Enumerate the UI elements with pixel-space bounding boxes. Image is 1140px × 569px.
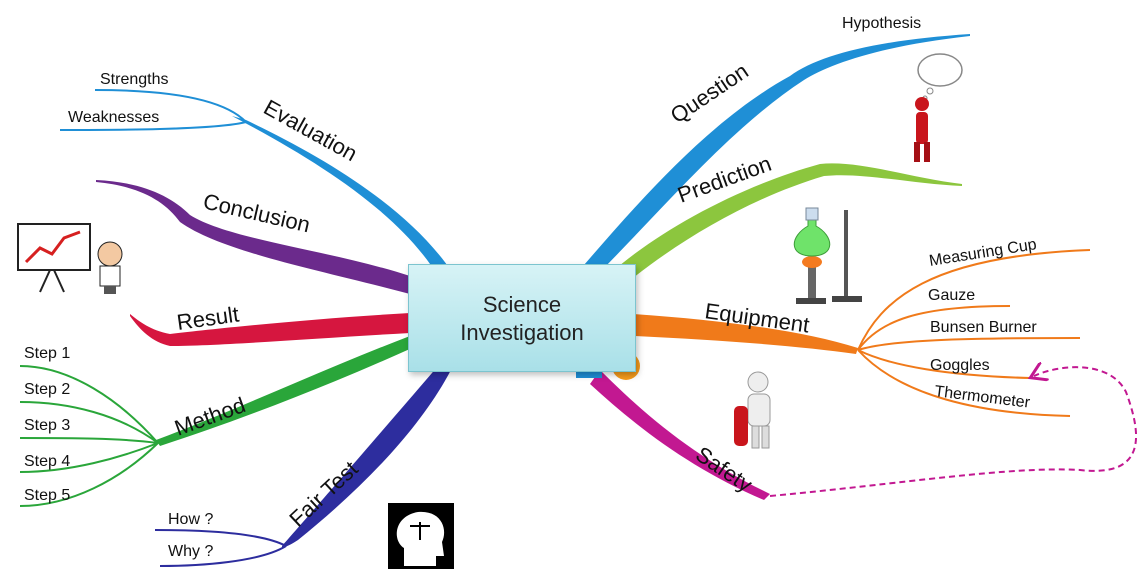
- leaf-why-label: Why ?: [168, 543, 213, 560]
- leaf-how-label: How ?: [168, 511, 213, 528]
- leaf-thermometer-line: [857, 349, 1071, 417]
- center-node: Science Investigation: [408, 264, 636, 372]
- center-title-line1: Science: [482, 292, 562, 317]
- leaf-step1-line: [19, 365, 159, 444]
- branch-evaluation-line: [232, 116, 452, 276]
- branch-fairtest-line: [282, 366, 452, 548]
- branch-safety-label: Safety: [691, 441, 757, 497]
- presenter-chart-icon: [17, 223, 123, 294]
- leaf-weaknesses-label: Weaknesses: [68, 109, 159, 126]
- leaf-gauze-line: [857, 305, 1011, 351]
- leaf-step3-label: Step 3: [24, 417, 70, 434]
- leaf-goggles-line: [857, 349, 1031, 379]
- leaf-bunsen-label: Bunsen Burner: [930, 319, 1037, 336]
- safety-goggles-link: [769, 367, 1138, 497]
- branch-equipment-line: [634, 314, 858, 354]
- leaf-why-line: [159, 545, 287, 567]
- leaf-step5-line: [19, 442, 159, 507]
- thought-bubble-person-icon: [914, 53, 963, 162]
- leaf-gauze-label: Gauze: [928, 287, 975, 304]
- branch-safety-line: [590, 370, 770, 500]
- leaf-bunsen-line: [857, 337, 1081, 351]
- branch-question-line: [578, 34, 970, 276]
- lab-flask-icon: [793, 207, 862, 304]
- leaf-step4-line: [19, 442, 159, 473]
- leaf-step2-line: [19, 401, 159, 444]
- leaf-goggles-label: Goggles: [930, 357, 990, 374]
- leaf-hypothesis-label: Hypothesis: [842, 15, 921, 32]
- leaf-how-line: [154, 529, 287, 547]
- leaf-step5-label: Step 5: [24, 487, 70, 504]
- leaf-weaknesses-line: [59, 121, 247, 131]
- branch-conclusion-line: [96, 180, 410, 294]
- leaf-measuring-cup-line: [857, 249, 1091, 351]
- leaf-step1-label: Step 1: [24, 345, 70, 362]
- branch-method-line: [156, 336, 412, 446]
- center-title: Science Investigation: [409, 291, 635, 347]
- branch-prediction-line: [612, 163, 962, 282]
- branch-result-line: [130, 313, 410, 346]
- leaf-measuring-cup-label: Measuring Cup: [928, 236, 1038, 270]
- leaf-step4-label: Step 4: [24, 453, 70, 470]
- fire-extinguisher-person-icon: [734, 371, 771, 449]
- leaf-strengths-label: Strengths: [100, 71, 168, 88]
- leaf-step3-line: [19, 437, 159, 444]
- leaf-strengths-line: [94, 89, 247, 123]
- head-scales-icon: [388, 503, 454, 569]
- center-title-line2: Investigation: [460, 320, 584, 345]
- branch-method-label: Method: [171, 392, 249, 441]
- leaf-step2-label: Step 2: [24, 381, 70, 398]
